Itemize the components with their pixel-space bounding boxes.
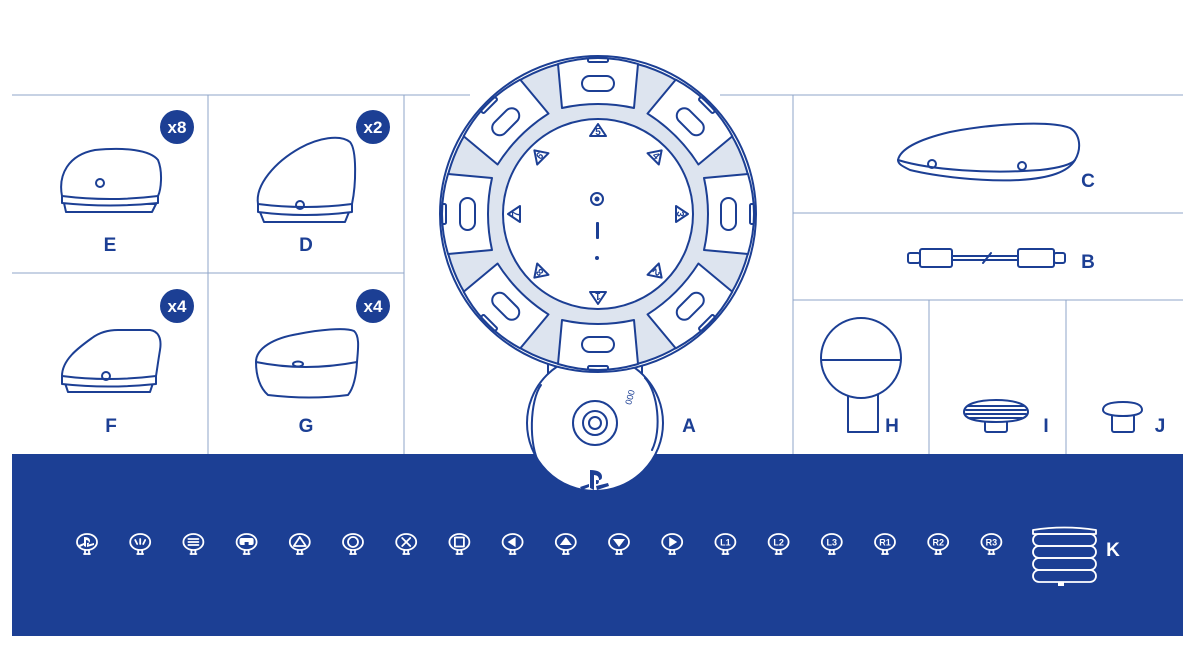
up-arrow-icon [554, 533, 577, 555]
button-cap-text: L3 [827, 538, 838, 548]
dial-number: 2 [646, 262, 663, 279]
dial-number: 8 [533, 262, 550, 279]
left-arrow-icon [501, 533, 524, 555]
cap-g-illustration [255, 328, 360, 399]
button-cap-text: L1 [720, 538, 731, 548]
cap-j-illustration [1102, 401, 1143, 433]
dial-pad [441, 173, 493, 255]
dial-pad [462, 78, 550, 166]
label-j: J [1155, 416, 1166, 437]
dial-pad [703, 173, 755, 255]
cap-stack-k-illustration [1032, 526, 1097, 586]
right-arrow-icon [661, 533, 684, 555]
down-arrow-icon [608, 533, 630, 555]
cap-i-illustration [963, 399, 1029, 433]
dial-number: 7 [507, 205, 522, 223]
dial-number-text: 1 [595, 290, 601, 301]
create-icon [129, 533, 152, 555]
dial-pad [557, 319, 639, 371]
badge-g-quantity: x4 [356, 289, 390, 323]
badge-f-text: x4 [168, 297, 187, 316]
panel-grid [12, 94, 1183, 454]
circle-icon [342, 533, 364, 555]
label-h: H [885, 416, 899, 437]
options-icon [182, 533, 205, 555]
badge-d-quantity: x2 [356, 110, 390, 144]
label-i: I [1043, 416, 1048, 437]
dial-number: 5 [589, 123, 607, 138]
label-a: A [682, 416, 696, 437]
dial-pad [557, 57, 639, 109]
badge-f-quantity: x4 [160, 289, 194, 323]
stick-cap-h-illustration [820, 317, 902, 433]
ps-logo-icon [580, 470, 609, 490]
r3-icon: R3 [980, 533, 1003, 555]
dial-number: 6 [533, 149, 550, 166]
cap-d-illustration [256, 136, 357, 223]
cable-b-illustration [907, 248, 1066, 268]
label-f: F [105, 416, 117, 437]
cross-icon [395, 533, 418, 555]
button-caps-row: L1 L2 L3 R1 R2 R3 [76, 533, 1003, 555]
dial-pad [646, 78, 734, 166]
dial-number-text: 3 [674, 211, 685, 217]
r1-icon: R1 [874, 533, 896, 555]
dial-pad [646, 262, 734, 350]
l2-icon: L2 [767, 533, 790, 555]
button-cap-text: L2 [773, 538, 784, 548]
badge-g-text: x4 [364, 297, 383, 316]
dial-button-pads [441, 57, 755, 371]
r2-icon: R2 [927, 533, 950, 555]
label-g: G [299, 416, 314, 437]
dial-number: 3 [674, 205, 689, 223]
cap-f-illustration [61, 329, 162, 393]
dial-pad [462, 262, 550, 350]
label-b: B [1081, 252, 1095, 273]
dial-number-labels: 1 2 3 4 5 6 7 8 [507, 123, 689, 305]
badge-d-text: x2 [364, 118, 383, 137]
badge-e-text: x8 [168, 118, 187, 137]
dial-number-text: 7 [511, 211, 522, 217]
touchpad-icon [235, 533, 258, 555]
ps-logo-icon [76, 533, 98, 555]
button-cap-text: R1 [879, 538, 891, 548]
button-cap-text: R3 [986, 538, 998, 548]
dial-number: 4 [646, 149, 663, 166]
slider-mark: 000 [623, 389, 637, 406]
cap-e-illustration [60, 147, 162, 213]
dial-number-text: 5 [595, 127, 601, 138]
dial-number: 1 [589, 290, 607, 305]
triangle-icon [288, 533, 311, 555]
label-k: K [1106, 540, 1120, 561]
l3-icon: L3 [820, 533, 843, 555]
label-e: E [104, 235, 117, 256]
label-d: D [299, 235, 313, 256]
square-icon [448, 533, 471, 555]
label-c: C [1081, 171, 1095, 192]
l1-icon: L1 [714, 533, 737, 555]
controller-a-illustration: 000 1 2 3 4 5 6 7 8 [439, 55, 757, 492]
cap-c-illustration [897, 122, 1081, 182]
button-cap-text: R2 [932, 538, 944, 548]
badge-e-quantity: x8 [160, 110, 194, 144]
